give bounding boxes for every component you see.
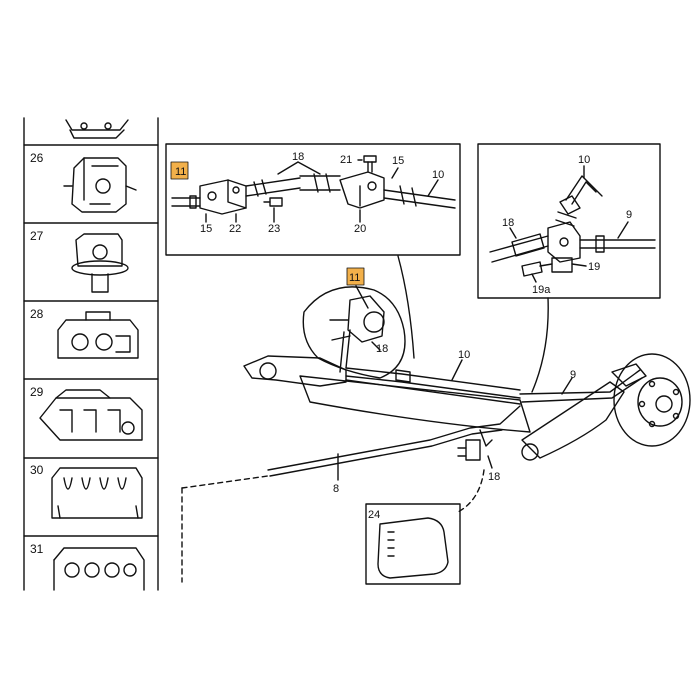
cell-number-26: 26 bbox=[30, 151, 44, 165]
callout-19: 19 bbox=[588, 261, 600, 273]
callout-15-inset-right: 15 bbox=[392, 155, 404, 167]
callout-11-highlight-inset bbox=[170, 161, 189, 180]
callout-23: 23 bbox=[268, 223, 280, 235]
clip-27 bbox=[71, 233, 129, 293]
callout-9-right-inset: 9 bbox=[626, 209, 632, 221]
cell-number-29: 29 bbox=[30, 385, 44, 399]
callout-10-right-inset: 10 bbox=[578, 154, 590, 166]
callout-24: 24 bbox=[368, 509, 380, 521]
callout-11-highlight-main bbox=[346, 267, 365, 286]
callout-20: 20 bbox=[354, 223, 366, 235]
callout-10-inset: 10 bbox=[432, 169, 444, 181]
callout-22: 22 bbox=[229, 223, 241, 235]
inset-right bbox=[477, 143, 661, 299]
callout-11-main: 11 bbox=[349, 272, 360, 284]
clip-31 bbox=[53, 547, 145, 591]
cell-number-28: 28 bbox=[30, 307, 44, 321]
inset-small bbox=[365, 503, 461, 585]
cell-number-27: 27 bbox=[30, 229, 44, 243]
callout-18-main-upper: 18 bbox=[376, 343, 388, 355]
side-panel bbox=[23, 117, 159, 591]
main-assembly bbox=[181, 255, 691, 583]
callout-labels: 11 18 21 15 10 15 22 23 20 10 18 9 19 19… bbox=[175, 151, 632, 521]
cell-number-31: 31 bbox=[30, 542, 44, 556]
clip-30 bbox=[51, 467, 143, 519]
callout-8: 8 bbox=[333, 483, 339, 495]
clip-28 bbox=[57, 311, 139, 359]
callout-18-main-lower: 18 bbox=[488, 471, 500, 483]
clip-26 bbox=[63, 157, 137, 213]
callout-10-main: 10 bbox=[458, 349, 470, 361]
callout-18-inset: 18 bbox=[292, 151, 304, 163]
inset-left bbox=[165, 143, 461, 256]
callout-11-inset: 11 bbox=[175, 166, 186, 178]
callout-9-main: 9 bbox=[570, 369, 576, 381]
clip-29 bbox=[39, 389, 143, 441]
callout-21: 21 bbox=[340, 154, 352, 166]
callout-19a: 19a bbox=[532, 284, 551, 296]
cell-number-30: 30 bbox=[30, 463, 44, 477]
clip-partial-top bbox=[65, 119, 129, 139]
callout-18-right-inset: 18 bbox=[502, 217, 514, 229]
callout-15-inset-left: 15 bbox=[200, 223, 212, 235]
